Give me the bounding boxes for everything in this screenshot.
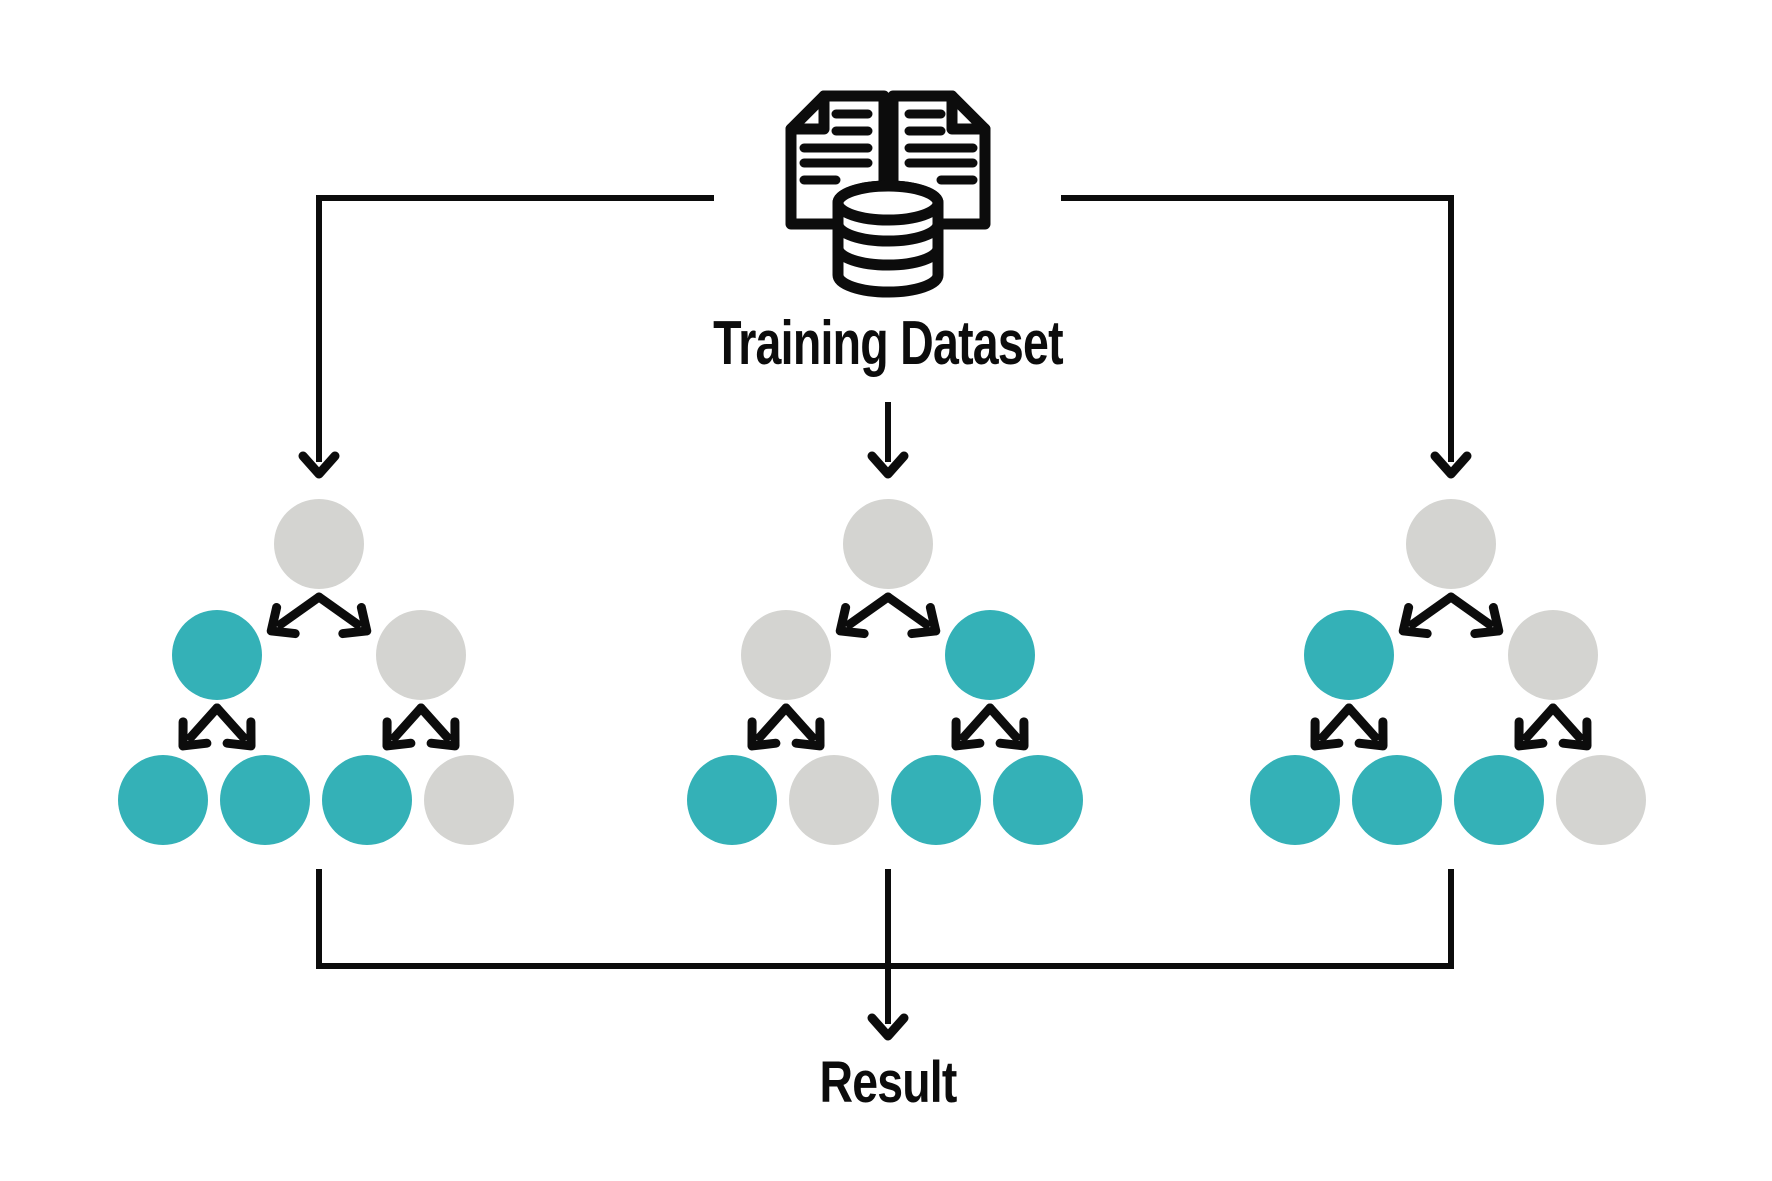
- tree-3-node-root: [1406, 499, 1496, 589]
- database-cylinder-icon: [832, 180, 944, 298]
- tree-2-node-l3-1: [789, 755, 879, 845]
- tree-3-l2-fork-0-right: [1344, 703, 1388, 751]
- tree-1-l2-fork-1-left: [382, 703, 426, 751]
- tree-2: [687, 499, 1083, 845]
- tree-2-node-l3-0: [687, 755, 777, 845]
- tree-1-root-fork-right: [314, 592, 372, 639]
- tree-3-node-l3-1: [1352, 755, 1442, 845]
- top-right-connector-arrow: [1061, 195, 1472, 479]
- tree-1-node-l3-0: [118, 755, 208, 845]
- trees-layer: [118, 499, 1646, 845]
- tree-2-root-fork-right: [883, 592, 941, 639]
- tree-3-node-l2-1: [1508, 610, 1598, 700]
- tree-3-l2-fork-1-left: [1514, 703, 1558, 751]
- tree-1-l2-fork-0-left: [178, 703, 222, 751]
- tree-2-l2-fork-1-right: [985, 703, 1029, 751]
- tree-1-root-fork-left: [266, 592, 324, 639]
- tree-2-node-l3-3: [993, 755, 1083, 845]
- tree-2-l2-fork-0-right: [781, 703, 825, 751]
- result-label: Result: [819, 1050, 957, 1115]
- training-dataset-label: Training Dataset: [713, 309, 1064, 378]
- tree-1-node-root: [274, 499, 364, 589]
- tree-2-node-l2-1: [945, 610, 1035, 700]
- tree-1-node-l2-0: [172, 610, 262, 700]
- document-right-icon: [887, 90, 991, 230]
- tree-1-node-l3-2: [322, 755, 412, 845]
- tree-3-node-l2-0: [1304, 610, 1394, 700]
- tree-1: [118, 499, 514, 845]
- tree-1-l2-fork-1-right: [416, 703, 460, 751]
- tree-2-l2-fork-0-left: [747, 703, 791, 751]
- tree-2-node-root: [843, 499, 933, 589]
- tree-3-node-l3-3: [1556, 755, 1646, 845]
- tree-2-l2-fork-1-left: [951, 703, 995, 751]
- tree-2-root-fork-left: [835, 592, 893, 639]
- tree-3-l2-fork-1-right: [1548, 703, 1592, 751]
- tree-1-node-l3-3: [424, 755, 514, 845]
- tree-1-l2-fork-0-right: [212, 703, 256, 751]
- tree-3-node-l3-0: [1250, 755, 1340, 845]
- tree-3-root-fork-left: [1398, 592, 1456, 639]
- tree-2-node-l3-2: [891, 755, 981, 845]
- tree-3: [1250, 499, 1646, 845]
- tree-2-node-l2-0: [741, 610, 831, 700]
- tree-3-node-l3-2: [1454, 755, 1544, 845]
- top-left-connector-arrow: [298, 195, 714, 479]
- tree-1-node-l3-1: [220, 755, 310, 845]
- training-dataset-database-icon: [785, 90, 991, 298]
- tree-1-node-l2-1: [376, 610, 466, 700]
- tree-3-l2-fork-0-left: [1310, 703, 1354, 751]
- tree-3-root-fork-right: [1446, 592, 1504, 639]
